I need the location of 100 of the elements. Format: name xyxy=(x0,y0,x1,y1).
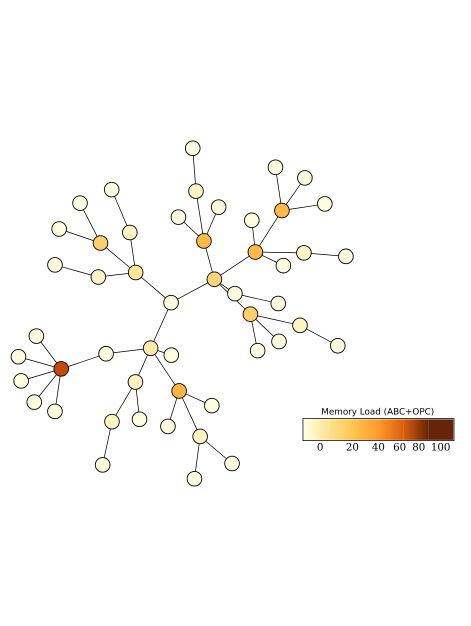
node-circle xyxy=(248,244,264,260)
node-circle xyxy=(132,410,148,427)
node-circle xyxy=(72,194,88,210)
node-circle xyxy=(242,306,258,322)
node-circle xyxy=(10,348,26,364)
connector xyxy=(115,388,132,416)
connector xyxy=(104,428,111,458)
node-circle xyxy=(192,428,208,444)
node-circle xyxy=(276,257,292,273)
node-circle xyxy=(92,234,108,250)
connector xyxy=(206,440,227,459)
node-circle xyxy=(47,403,63,419)
node-circle xyxy=(26,394,42,410)
connector xyxy=(256,318,274,336)
connector xyxy=(141,276,166,298)
connector xyxy=(136,388,140,412)
connector xyxy=(113,348,144,353)
connector xyxy=(242,294,272,302)
node-circle xyxy=(268,159,284,175)
connector xyxy=(276,174,282,204)
node-circle xyxy=(94,456,110,472)
connector xyxy=(183,221,199,236)
node-circle xyxy=(128,264,144,280)
connector xyxy=(28,370,54,379)
node-circle xyxy=(142,340,158,356)
connector xyxy=(68,355,100,366)
connector xyxy=(106,246,130,268)
node-circle xyxy=(250,342,266,358)
node-circle xyxy=(227,285,243,301)
label: 40 xyxy=(372,440,385,453)
connector xyxy=(192,154,196,184)
node-circle xyxy=(53,360,69,376)
node-circle xyxy=(196,232,212,248)
node-circle xyxy=(210,198,226,214)
connector xyxy=(154,354,176,384)
connector xyxy=(257,314,293,324)
connector xyxy=(130,238,135,266)
connector xyxy=(25,358,54,367)
node-circle xyxy=(51,220,67,236)
label: 80 xyxy=(412,440,426,453)
node-circle xyxy=(104,181,120,197)
connector xyxy=(288,204,318,210)
connector xyxy=(170,397,178,420)
node-circle xyxy=(98,345,114,361)
connector xyxy=(114,196,128,226)
node-circle xyxy=(186,470,202,486)
connector xyxy=(220,255,250,275)
node-circle xyxy=(164,346,180,362)
node-circle xyxy=(184,140,201,156)
connector xyxy=(56,375,60,404)
connector xyxy=(262,254,278,262)
connector xyxy=(252,320,257,344)
node-circle xyxy=(160,418,176,434)
node-circle xyxy=(171,382,187,398)
node-circle xyxy=(28,328,44,344)
node-circle xyxy=(292,317,308,333)
connector xyxy=(220,282,230,290)
connector xyxy=(182,396,198,430)
node-circle xyxy=(330,337,346,353)
connector xyxy=(38,374,57,396)
node-circle xyxy=(270,295,286,311)
connector xyxy=(286,183,301,204)
node-circle xyxy=(170,208,186,224)
connector xyxy=(262,251,297,253)
label: 100 xyxy=(430,440,450,453)
node-circle xyxy=(13,372,29,388)
node-circle xyxy=(206,271,222,287)
connector xyxy=(219,284,246,309)
node-circle xyxy=(204,397,220,413)
node-circle xyxy=(47,256,63,272)
label: 20 xyxy=(346,440,359,453)
connector xyxy=(138,354,148,376)
connector xyxy=(196,198,204,234)
node-circle xyxy=(296,244,312,260)
node-circle xyxy=(274,202,290,218)
connector xyxy=(66,230,94,240)
connector xyxy=(153,308,168,342)
node-circle xyxy=(297,170,313,186)
connector xyxy=(252,226,255,244)
node-circle xyxy=(90,268,106,284)
connector xyxy=(83,209,98,236)
connector xyxy=(259,216,278,246)
connector xyxy=(310,252,339,256)
node-circle xyxy=(163,294,179,310)
connector xyxy=(206,247,213,272)
label: Memory Load (ABC+OPC) xyxy=(321,407,434,418)
node-circle xyxy=(317,196,333,212)
node-circle xyxy=(244,212,260,228)
label: 60 xyxy=(393,440,406,453)
node-circle xyxy=(224,455,240,471)
node-circle xyxy=(338,248,354,264)
connector xyxy=(40,341,58,363)
connector xyxy=(177,282,208,299)
connector xyxy=(62,266,92,275)
node-circle xyxy=(188,182,204,198)
node-circle xyxy=(122,224,138,240)
connector xyxy=(105,272,128,276)
connector xyxy=(195,442,200,472)
connector xyxy=(186,393,206,403)
node-circle xyxy=(104,413,120,429)
